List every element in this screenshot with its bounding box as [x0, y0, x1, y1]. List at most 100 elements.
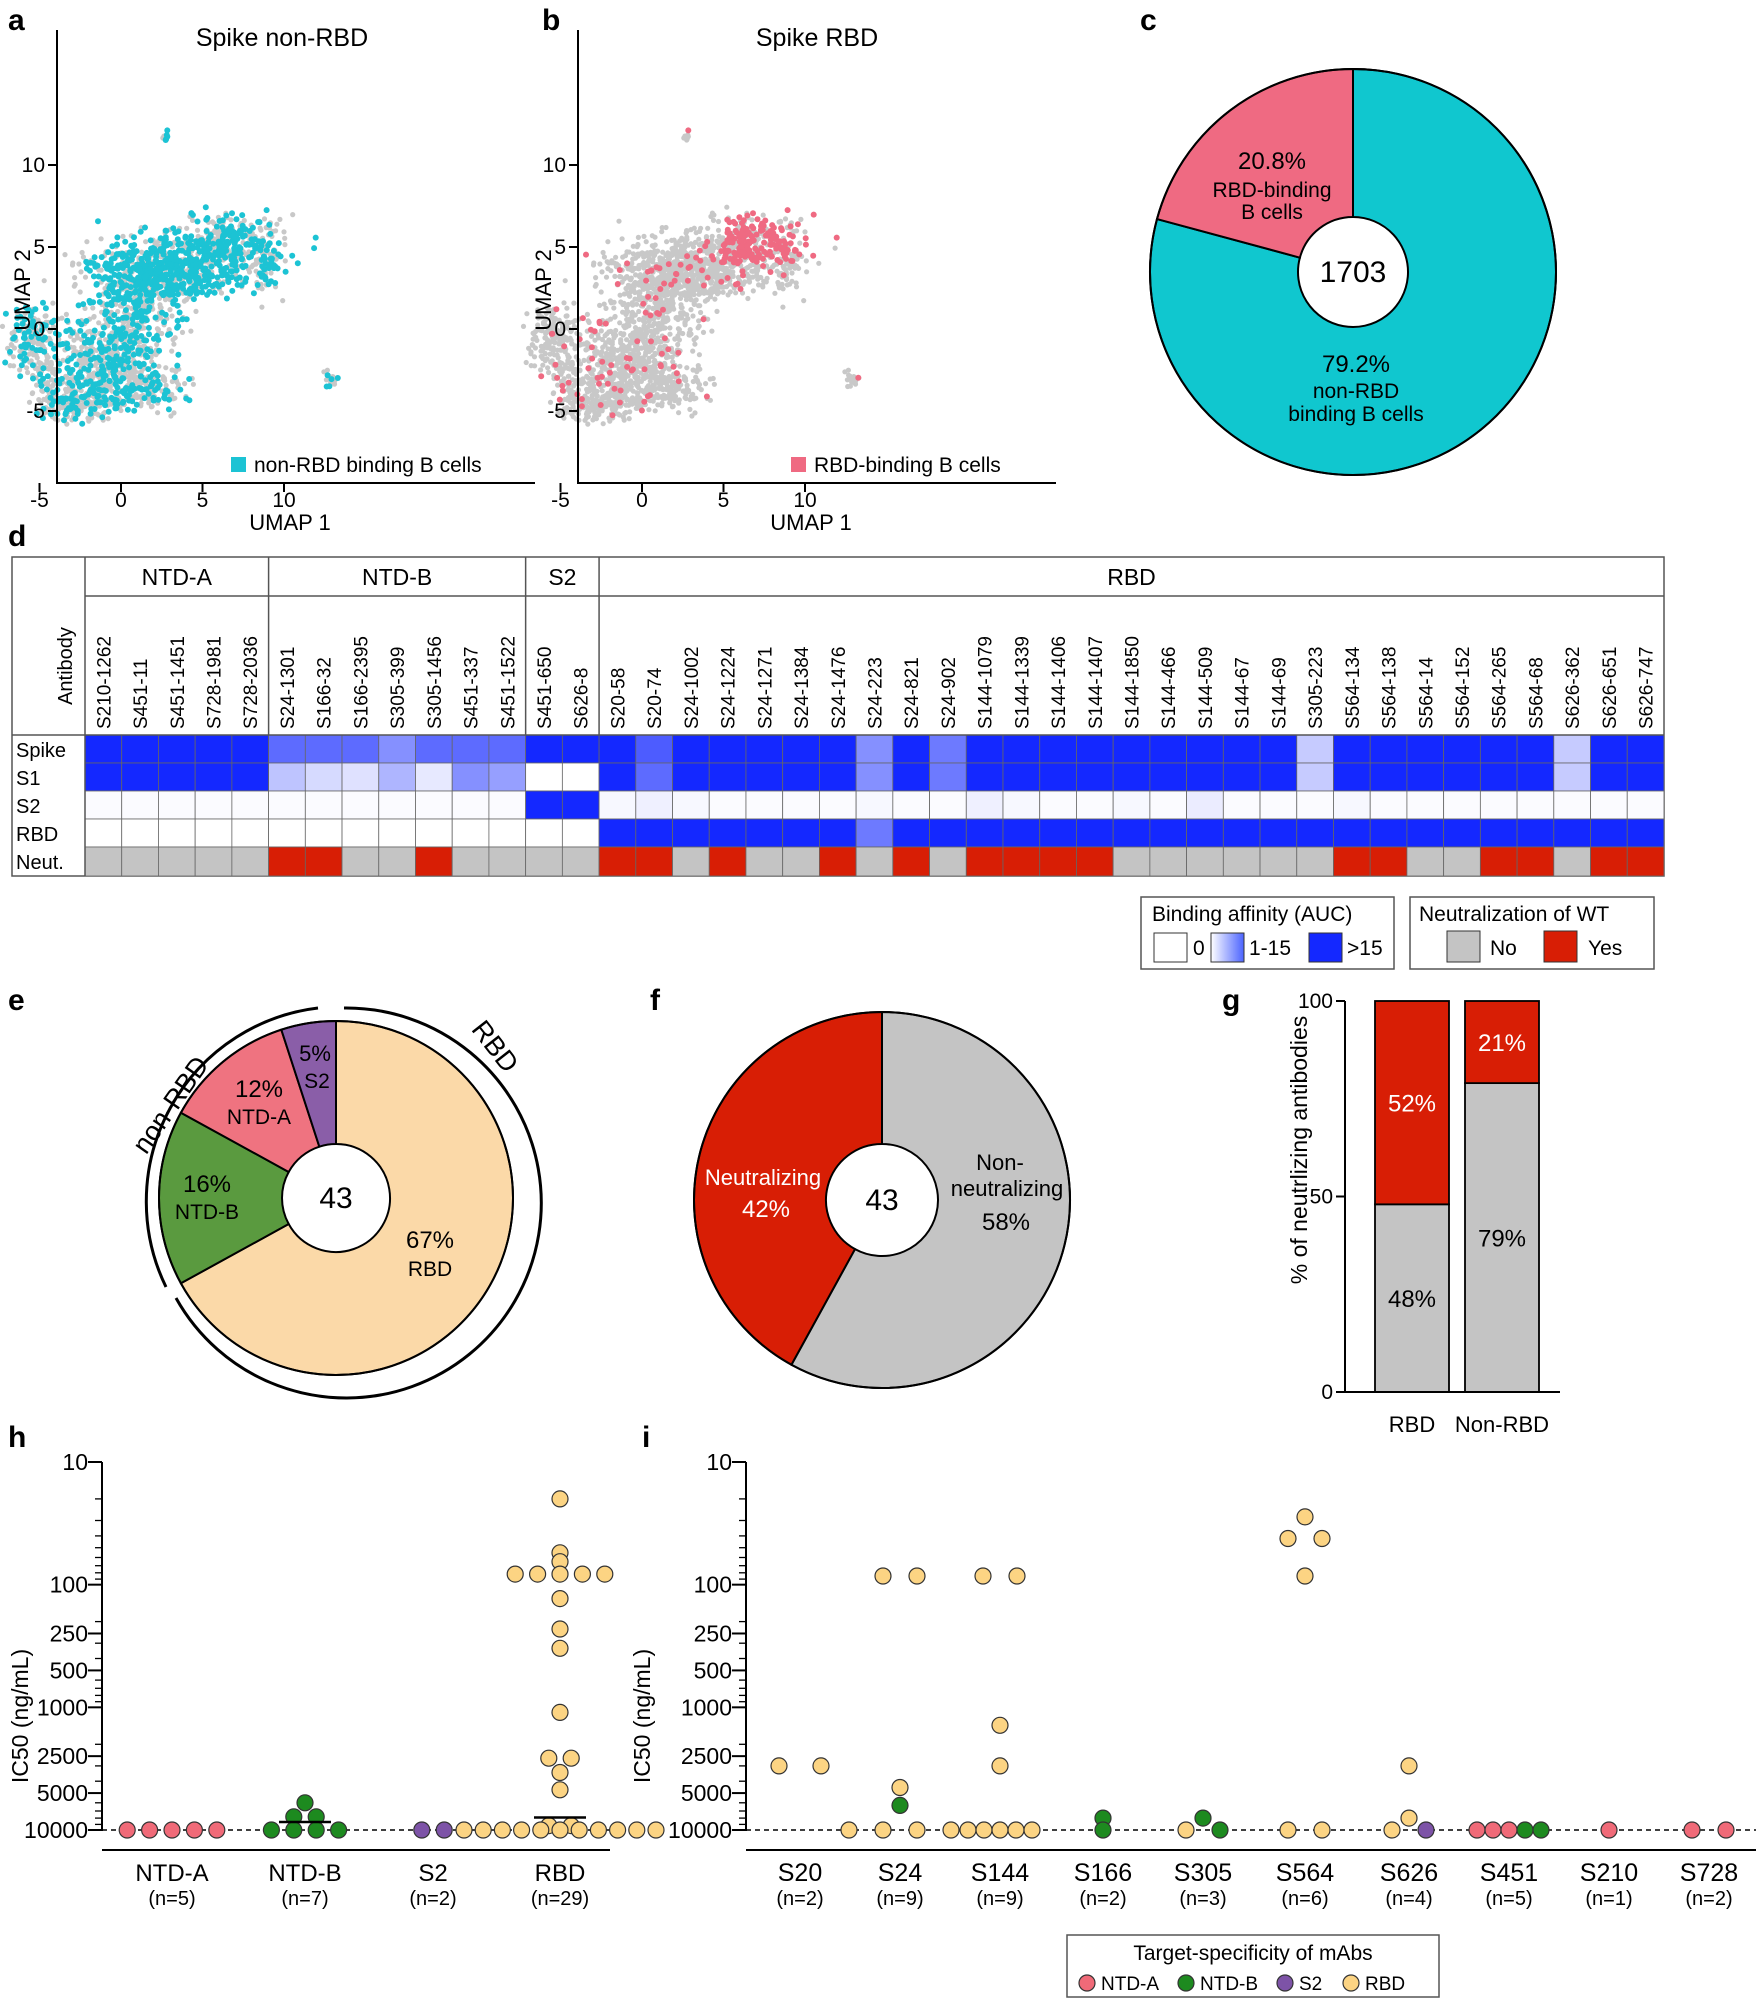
umap-nonrbd-point [44, 373, 51, 380]
umap-nonrbd-point [83, 380, 90, 387]
umap-nonrbd-point [282, 268, 289, 275]
umap-bg-point [189, 217, 196, 223]
umap-bg-point [777, 219, 784, 225]
umap-bg-point [606, 260, 612, 266]
umap-bg-point [637, 251, 643, 257]
umap-bg-point [72, 275, 78, 281]
umap-nonrbd-point [213, 260, 220, 267]
umap-bg-point [594, 361, 601, 368]
umap-nonrbd-point [239, 212, 246, 219]
umap-nonrbd-point [87, 348, 94, 355]
umap-nonrbd-point [203, 216, 210, 223]
umap-bg-point [98, 236, 104, 242]
umap-nonrbd-point [230, 233, 237, 240]
umap-bg-point [641, 233, 647, 239]
umap-bg-point [79, 344, 85, 350]
umap-nonrbd-point [138, 256, 145, 262]
umap-bg-point [584, 373, 590, 379]
umap-nonrbd-point [117, 262, 124, 268]
umap-bg-point [690, 244, 697, 250]
umap-bg-point [760, 212, 766, 218]
umap-bg-point [277, 216, 283, 222]
umap-nonrbd-point [194, 239, 200, 246]
umap-bg-point [79, 249, 85, 256]
umap-nonrbd-point [294, 260, 301, 267]
umap-nonrbd-point [203, 247, 210, 254]
umap-nonrbd-point [90, 273, 97, 280]
umap-nonrbd-point [90, 260, 97, 267]
umap-bg-point [94, 411, 100, 417]
umap-nonrbd-point [152, 370, 159, 377]
umap-nonrbd-point [214, 274, 221, 281]
umap-nonrbd-point [144, 346, 151, 353]
umap-nonrbd-point [167, 253, 174, 260]
umap-nonrbd-point [250, 290, 257, 297]
umap-bg-point [772, 290, 778, 296]
umap-nonrbd-point [48, 411, 54, 418]
umap-nonrbd-point [129, 320, 136, 327]
umap-nonrbd-point [170, 225, 177, 232]
umap-bg-point [25, 369, 31, 376]
umap-bg-point [91, 314, 97, 320]
umap-nonrbd-point [247, 253, 254, 260]
umap-bg-point [546, 369, 552, 376]
umap-bg-point [184, 225, 190, 231]
umap-nonrbd-point [126, 249, 133, 256]
umap-bg-point [733, 290, 739, 296]
umap-nonrbd-point [78, 393, 85, 400]
umap-nonrbd-point [174, 324, 181, 331]
umap-bg-point [71, 345, 77, 351]
umap-nonrbd-point [194, 218, 201, 225]
umap-nonrbd-point [334, 375, 341, 381]
umap-bg-point [87, 328, 93, 334]
umap-nonrbd-point [91, 254, 98, 261]
umap-nonrbd-point [182, 234, 189, 241]
umap-bg-point [77, 289, 83, 295]
umap-bg-point [750, 288, 756, 294]
umap-bg-point [816, 260, 822, 266]
umap-nonrbd-point [100, 324, 107, 331]
umap-nonrbd-point [140, 280, 147, 287]
umap-nonrbd-point [324, 372, 331, 379]
umap-bg-point [169, 367, 175, 373]
umap-nonrbd-point [64, 365, 71, 372]
umap-nonrbd-point [256, 219, 263, 226]
umap-bg-point [41, 278, 47, 284]
umap-nonrbd-point [71, 389, 78, 396]
umap-bg-point [698, 276, 704, 282]
umap-nonrbd-point [40, 365, 47, 372]
umap-nonrbd-point [77, 352, 84, 358]
umap-nonrbd-point [193, 260, 199, 267]
umap-bg-point [715, 227, 722, 233]
umap-nonrbd-point [112, 405, 119, 412]
umap-nonrbd-point [73, 398, 80, 405]
umap-bg-point [250, 262, 256, 268]
umap-bg-point [46, 360, 52, 366]
umap-nonrbd-point [63, 395, 70, 402]
umap-nonrbd-point [213, 280, 220, 287]
umap-nonrbd-point [116, 357, 123, 364]
umap-nonrbd-point [237, 250, 244, 257]
umap-bg-point [754, 272, 760, 279]
umap-nonrbd-point [164, 278, 171, 285]
umap-nonrbd-point [97, 399, 104, 406]
umap-bg-point [50, 383, 56, 389]
umap-bg-point [730, 272, 736, 278]
umap-bg-point [598, 328, 604, 334]
umap-nonrbd-point [75, 302, 82, 309]
umap-bg-point [745, 295, 751, 302]
umap-nonrbd-point [171, 374, 178, 381]
umap-bg-point [691, 225, 697, 231]
umap-bg-point [677, 295, 684, 301]
umap-bg-point [149, 403, 155, 409]
umap-nonrbd-point [123, 314, 130, 321]
umap-bg-point [690, 348, 696, 354]
umap-nonrbd-point [221, 231, 228, 238]
panel-b-title: Spike RBD [756, 24, 878, 52]
umap-nonrbd-point [220, 247, 227, 254]
umap-bg-point [702, 298, 709, 304]
umap-nonrbd-point [227, 268, 234, 275]
umap-nonrbd-point [90, 381, 97, 388]
umap-bg-point [133, 392, 139, 398]
umap-bg-point [136, 380, 142, 386]
